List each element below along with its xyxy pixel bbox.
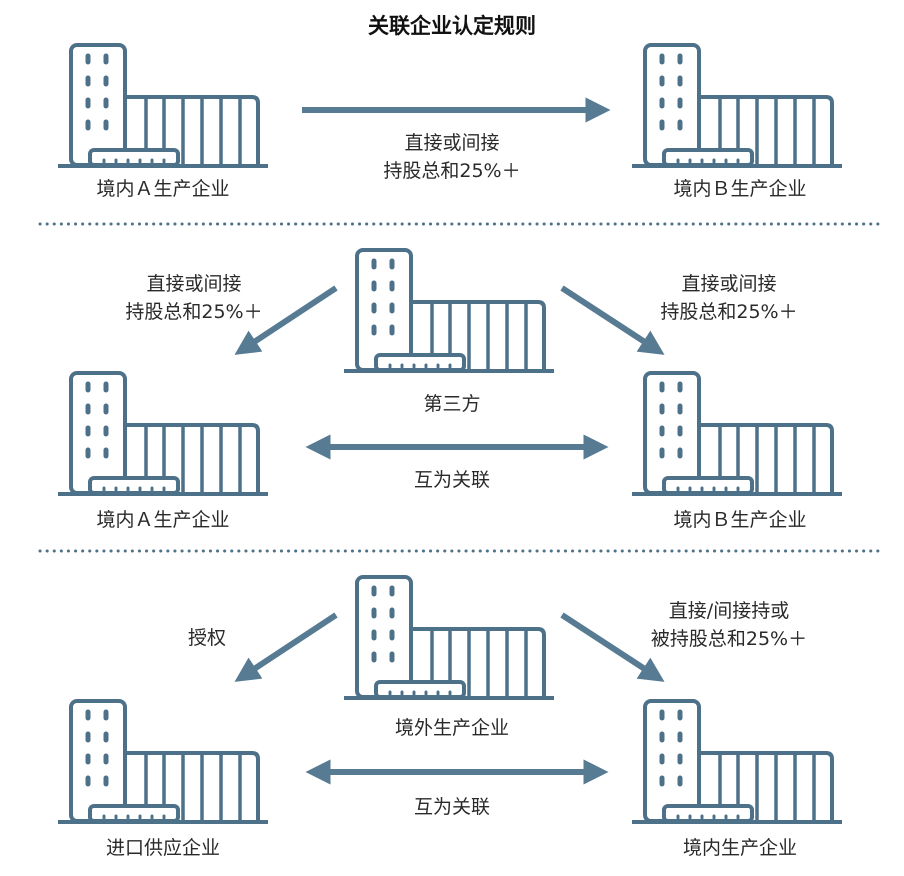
overseas-manufacturer-building-icon	[344, 577, 554, 698]
enterprise-b-label: 境内Ｂ生产企业	[673, 509, 807, 531]
right-holding-arrow-label-line2: 持股总和25%＋	[660, 301, 798, 323]
enterprise-b-building-icon	[632, 45, 842, 166]
enterprise-a-building-icon	[58, 373, 268, 494]
right-holding-arrow-label: 直接或间接 持股总和25%＋	[660, 270, 797, 326]
left-holding-arrow-label-line2: 持股总和25%＋	[125, 301, 263, 323]
holding-arrow-label-line2: 持股总和25%＋	[383, 160, 521, 182]
third-party-label: 第三方	[423, 393, 481, 415]
diagram-title: 关联企业认定规则	[368, 14, 536, 38]
enterprise-b-label: 境内Ｂ生产企业	[673, 178, 807, 200]
holding-arrow-label-line1: 直接或间接	[404, 132, 500, 154]
right-holding-arrow	[560, 612, 665, 682]
right-holding-arrow-label: 直接/间接持或 被持股总和25%＋	[651, 597, 807, 653]
right-holding-arrow-label-line1: 直接/间接持或	[668, 600, 790, 622]
overseas-manufacturer-label: 境外生产企业	[394, 717, 510, 739]
import-supplier-building-icon	[58, 701, 268, 822]
left-holding-arrow-label-line1: 直接或间接	[146, 273, 242, 295]
left-holding-arrow	[234, 285, 338, 355]
mutual-association-label: 互为关联	[413, 796, 491, 818]
enterprise-a-label: 境内Ａ生产企业	[96, 178, 230, 200]
import-supplier-label: 进口供应企业	[105, 837, 221, 859]
domestic-manufacturer-building-icon	[632, 701, 842, 822]
enterprise-a-building-icon	[58, 45, 268, 166]
authorization-arrow	[234, 612, 338, 682]
enterprise-a-label: 境内Ａ生产企业	[96, 509, 230, 531]
right-holding-arrow-label-line1: 直接或间接	[681, 273, 777, 295]
domestic-manufacturer-label: 境内生产企业	[682, 837, 798, 859]
third-party-building-icon	[344, 250, 554, 371]
right-holding-arrow-label-line2: 被持股总和25%＋	[650, 628, 808, 650]
left-holding-arrow-label: 直接或间接 持股总和25%＋	[125, 270, 262, 326]
enterprise-b-building-icon	[632, 373, 842, 494]
mutual-association-label: 互为关联	[413, 469, 491, 491]
right-holding-arrow	[560, 285, 665, 355]
holding-arrow-label: 直接或间接 持股总和25%＋	[383, 129, 520, 185]
authorization-label: 授权	[187, 627, 227, 649]
